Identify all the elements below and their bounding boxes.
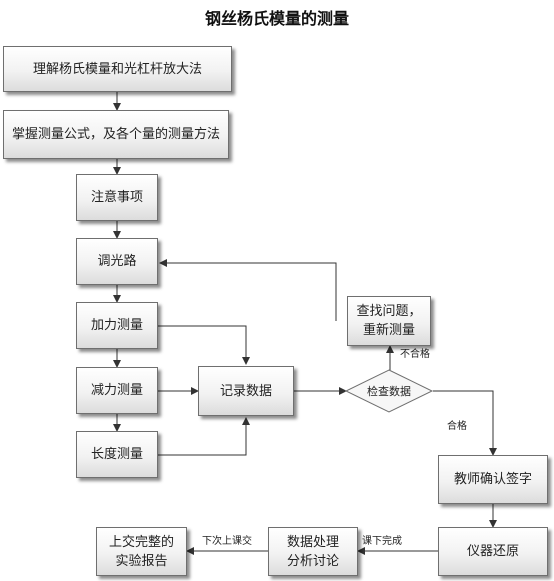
restore-node: 仪器还原 bbox=[438, 527, 548, 576]
teacher-sign-node: 教师确认签字 bbox=[438, 455, 548, 504]
notes-node: 注意事项 bbox=[76, 174, 158, 221]
edge-label-pass: 合格 bbox=[447, 421, 467, 432]
formula-node: 掌握测量公式，及各个量的测量方法 bbox=[3, 110, 229, 159]
unload-node: 减力测量 bbox=[76, 367, 158, 414]
analysis-label-line1: 数据处理 bbox=[286, 534, 339, 550]
length-node: 长度测量 bbox=[76, 431, 158, 478]
find-problem-label-line2: 重新测量 bbox=[362, 323, 415, 338]
adjust-label: 调光路 bbox=[97, 254, 137, 269]
understand-node: 理解杨氏模量和光杠杆放大法 bbox=[3, 46, 232, 92]
arrow-load-record bbox=[158, 325, 250, 365]
report-label-line1: 上交完整的 bbox=[108, 534, 174, 550]
edge-label-next-class: 下次上课交 bbox=[202, 536, 252, 547]
length-label: 长度测量 bbox=[90, 447, 143, 462]
arrow-length-record bbox=[158, 417, 250, 456]
record-label: 记录数据 bbox=[219, 383, 272, 399]
analysis-label-line2: 分析讨论 bbox=[286, 553, 339, 569]
find-problem-label-line1: 查找问题， bbox=[356, 304, 422, 319]
formula-label: 掌握测量公式，及各个量的测量方法 bbox=[11, 127, 220, 142]
find-problem-node: 查找问题， 重新测量 bbox=[347, 296, 431, 346]
arrow-check-teacher bbox=[433, 390, 497, 456]
teacher-sign-label: 教师确认签字 bbox=[453, 472, 532, 487]
analysis-node: 数据处理 分析讨论 bbox=[268, 527, 358, 576]
adjust-node: 调光路 bbox=[76, 238, 158, 285]
load-node: 加力测量 bbox=[76, 302, 158, 349]
edge-label-after-class: 课下完成 bbox=[362, 536, 402, 547]
arrow-findproblem-adjust bbox=[159, 259, 337, 321]
load-label: 加力测量 bbox=[90, 318, 143, 333]
check-data-diamond bbox=[344, 369, 434, 413]
unload-label: 减力测量 bbox=[90, 383, 143, 398]
check-data-label: 检查数据 bbox=[367, 384, 411, 398]
edge-label-fail: 不合格 bbox=[400, 349, 430, 360]
record-node: 记录数据 bbox=[198, 366, 294, 416]
notes-label: 注意事项 bbox=[90, 190, 143, 205]
restore-label: 仪器还原 bbox=[466, 544, 519, 559]
understand-label: 理解杨氏模量和光杠杆放大法 bbox=[32, 61, 202, 77]
diagram-title: 钢丝杨氏模量的测量 bbox=[204, 9, 349, 28]
report-node: 上交完整的 实验报告 bbox=[96, 527, 187, 576]
report-label-line2: 实验报告 bbox=[115, 553, 168, 569]
